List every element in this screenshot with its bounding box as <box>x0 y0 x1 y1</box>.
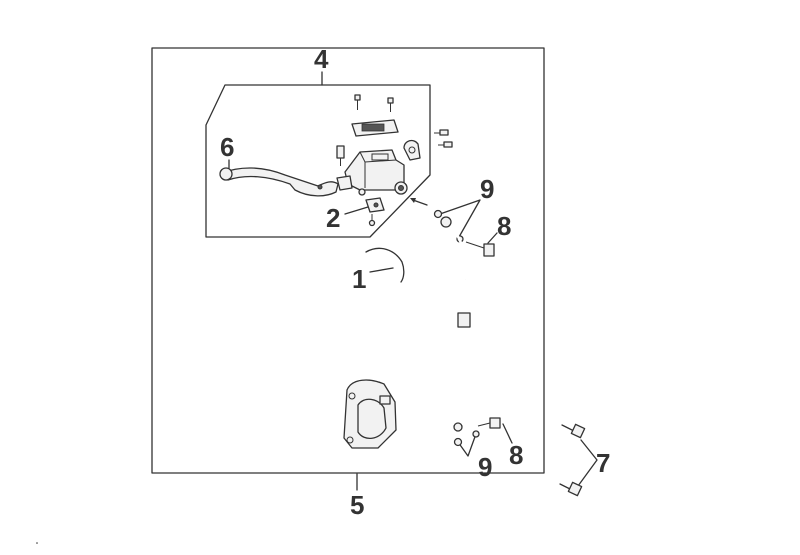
callout-5: 5 <box>350 490 365 520</box>
leader-9-bottom <box>457 433 477 457</box>
master-cylinder <box>336 149 408 195</box>
callout-9-top: 9 <box>480 174 495 204</box>
master-cylinder-group-frame <box>205 84 431 238</box>
direction-arrow <box>412 199 428 206</box>
scan-dot <box>36 542 38 544</box>
callout-7: 7 <box>596 448 611 478</box>
caliper-mounting-bolt-2 <box>559 481 583 497</box>
brake-light-switch <box>358 188 385 227</box>
callout-2: 2 <box>326 203 341 233</box>
assembly-frame <box>151 47 545 474</box>
callout-8-top: 8 <box>497 211 512 241</box>
leader-1 <box>369 267 394 273</box>
brake-hose <box>440 216 471 432</box>
reservoir-cap <box>351 119 399 137</box>
pivot-bolt <box>336 145 345 166</box>
leader-8-bottom <box>502 423 513 444</box>
direction-arrow-head <box>410 198 416 203</box>
callout-8-bottom: 8 <box>509 440 524 470</box>
washer-top-1 <box>433 209 443 219</box>
spring-clip <box>365 247 405 283</box>
handlebar-clamp <box>403 139 421 161</box>
leader-7 <box>577 439 598 487</box>
leader-9-top <box>439 199 481 238</box>
clamp-bolts <box>434 129 453 148</box>
caliper-mounting-bolt-1 <box>561 423 586 439</box>
brake-caliper <box>343 379 397 449</box>
callout-4: 4 <box>314 44 329 74</box>
cap-screws <box>354 94 394 112</box>
banjo-bolt-bottom <box>477 417 501 429</box>
banjo-bolt-top <box>465 241 495 257</box>
callout-6: 6 <box>220 132 235 162</box>
washer-bottom-1 <box>453 437 463 447</box>
washer-bottom-2 <box>472 430 480 438</box>
callout-9-bottom: 9 <box>478 452 493 482</box>
leader-2 <box>344 206 369 215</box>
callout-1: 1 <box>352 264 367 294</box>
brake-lever <box>219 167 339 197</box>
leader-8-top <box>487 232 498 244</box>
